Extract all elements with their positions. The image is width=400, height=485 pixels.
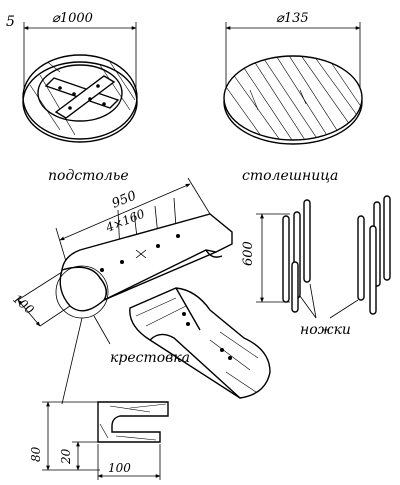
base-assembly: ⌀1000 [22, 11, 138, 143]
detail-step-label: 20 [59, 448, 73, 465]
label-podstolye: подстолье [48, 168, 129, 184]
legs-group: 600 [241, 195, 391, 319]
label-krestovka: крестовка [110, 350, 190, 366]
tabletop: ⌀135 [223, 11, 363, 145]
detail-height-label: 80 [29, 446, 43, 462]
hole-spacing-label: 4×160 [103, 206, 147, 235]
detail-width-label: 100 [108, 461, 131, 475]
base-diameter-label: ⌀1000 [52, 11, 93, 26]
figure-number: 5 [6, 14, 15, 30]
label-nozhki: ножки [300, 322, 351, 338]
label-stoleshnitsa: столешница [242, 168, 338, 184]
leg-height-label: 600 [241, 241, 256, 266]
cross-member: 950 4×160 100 [10, 177, 271, 405]
top-diameter-label: ⌀135 [276, 11, 309, 26]
cross-width-label: 100 [10, 292, 37, 318]
detail-section: 80 20 100 [29, 401, 169, 480]
